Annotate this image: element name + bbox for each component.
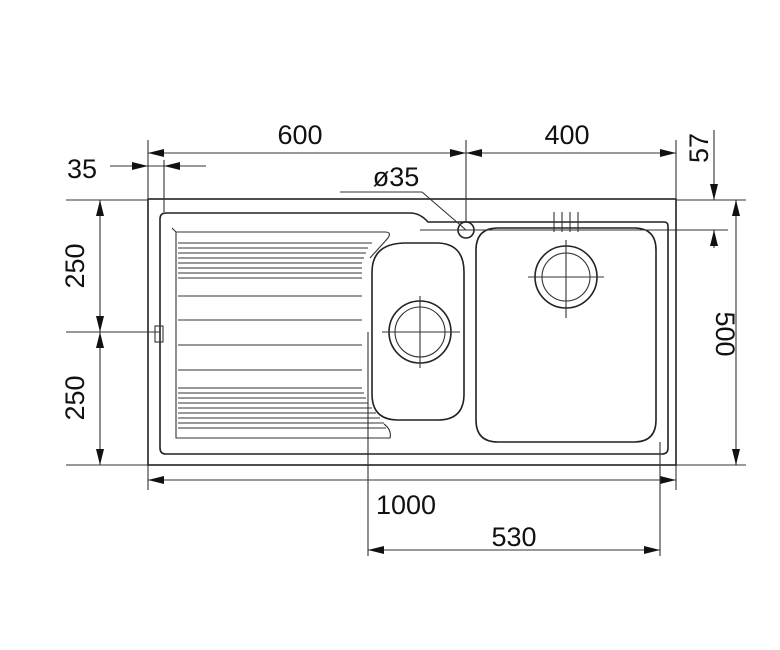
small-bowl: [371, 242, 465, 421]
dim-tap-hole: ø35: [373, 162, 420, 192]
dim-35: 35: [67, 154, 97, 184]
dimension-lines: [66, 130, 746, 556]
dim-530: 530: [491, 522, 536, 552]
large-bowl: [475, 212, 657, 443]
dim-600: 600: [277, 120, 322, 150]
drainer-area: [171, 227, 391, 439]
dim-500: 500: [710, 311, 740, 356]
dim-1000: 1000: [376, 490, 436, 520]
overflow-slot: [154, 325, 164, 343]
dim-250-top: 250: [60, 243, 90, 288]
dim-400: 400: [544, 120, 589, 150]
dim-57: 57: [684, 133, 714, 163]
dim-250-bottom: 250: [60, 375, 90, 420]
